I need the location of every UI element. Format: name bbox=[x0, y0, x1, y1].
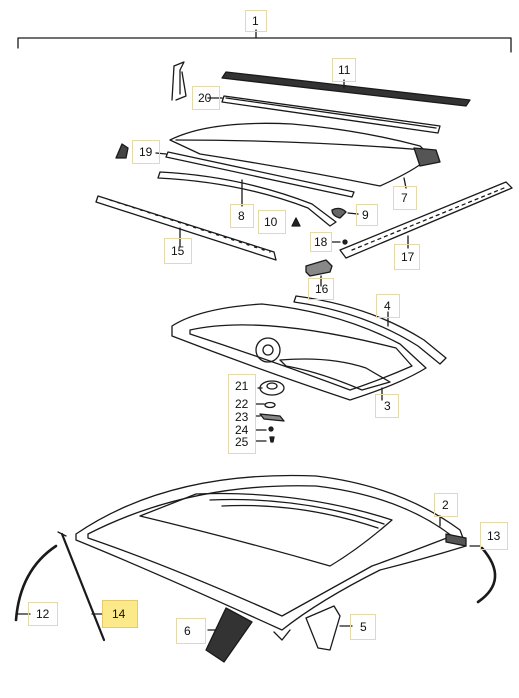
callout-21: 21 bbox=[235, 379, 249, 393]
part-2-roof-panel bbox=[75, 474, 467, 641]
part-10-screw bbox=[291, 217, 301, 227]
part-13-hose bbox=[469, 545, 497, 604]
part-8-rail bbox=[157, 171, 337, 227]
part-6-trim bbox=[205, 607, 253, 663]
part-4-rail bbox=[293, 295, 447, 365]
callout-20: 20 bbox=[198, 91, 212, 105]
callout-15: 15 bbox=[171, 244, 185, 258]
callout-14-highlighted: 14 bbox=[112, 607, 126, 621]
part-18-screw bbox=[331, 239, 348, 245]
callout-10: 10 bbox=[264, 215, 278, 229]
callout-9: 9 bbox=[362, 208, 369, 222]
callout-4: 4 bbox=[384, 299, 391, 313]
callout-18: 18 bbox=[314, 235, 328, 249]
callout-8: 8 bbox=[238, 209, 245, 223]
callout-5: 5 bbox=[360, 620, 367, 634]
callout-17: 17 bbox=[401, 250, 415, 264]
part-19-strip bbox=[115, 143, 355, 198]
part-15-strip bbox=[95, 195, 277, 261]
callout-2: 2 bbox=[442, 498, 449, 512]
callout-23: 23 bbox=[235, 410, 249, 424]
callout-12: 12 bbox=[36, 607, 50, 621]
callout-3: 3 bbox=[384, 399, 391, 413]
part-7-cover-panel bbox=[169, 122, 441, 189]
callout-7: 7 bbox=[401, 191, 408, 205]
callout-16: 16 bbox=[315, 282, 329, 296]
callout-1: 1 bbox=[252, 14, 259, 28]
callout-19: 19 bbox=[139, 145, 153, 159]
callout-13: 13 bbox=[487, 529, 501, 543]
part-9-clip bbox=[331, 207, 359, 219]
part-17-guide-rail bbox=[339, 181, 513, 259]
callout-25: 25 bbox=[235, 435, 249, 449]
hardware-stack bbox=[255, 380, 285, 443]
part-16-slider bbox=[305, 259, 333, 287]
part-20-seal-strip bbox=[171, 61, 441, 134]
callout-24: 24 bbox=[235, 423, 249, 437]
callout-6: 6 bbox=[184, 624, 191, 638]
callout-11: 11 bbox=[338, 63, 351, 77]
callout-22: 22 bbox=[235, 397, 249, 411]
part-3-frame bbox=[171, 303, 427, 401]
part-5-trim bbox=[305, 605, 353, 651]
assembly-bracket bbox=[17, 29, 512, 53]
